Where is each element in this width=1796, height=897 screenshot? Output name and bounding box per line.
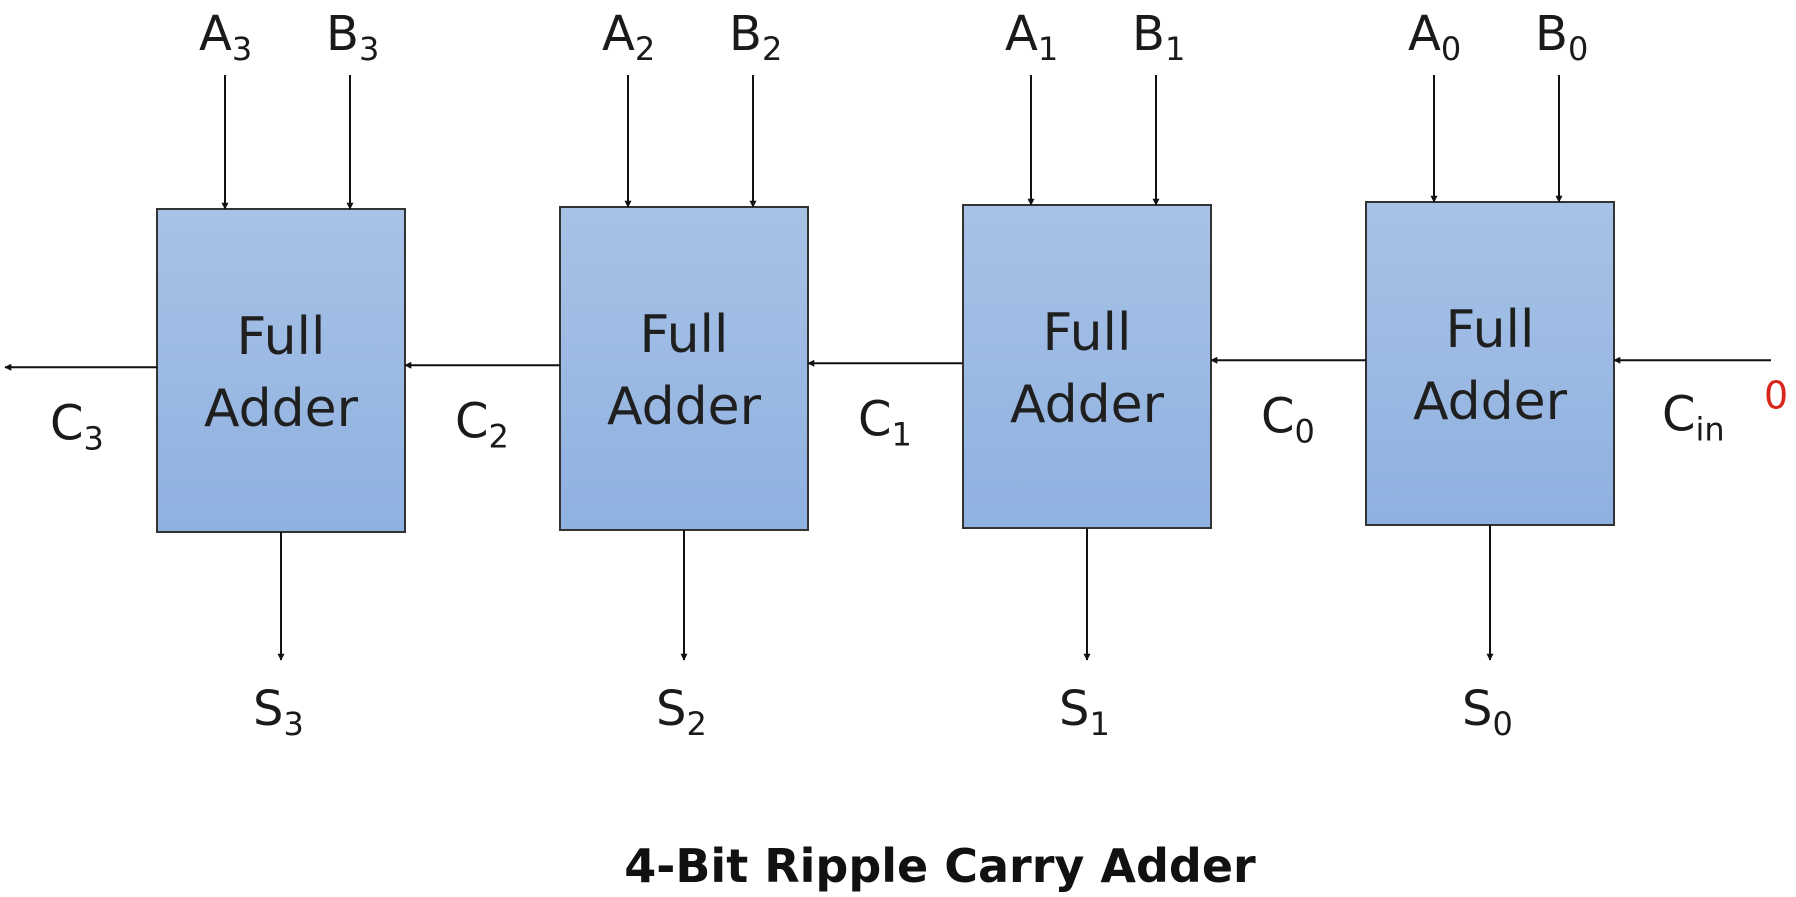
block-label-line2: Adder [1010, 375, 1165, 435]
cin-label: Cin [1662, 386, 1725, 448]
c0-label-base: C [1261, 388, 1295, 444]
s2-label-base: S [656, 681, 686, 737]
s0-label-base: S [1462, 681, 1492, 737]
s0-label: S0 [1462, 681, 1513, 743]
b1-label: B1 [1132, 6, 1185, 68]
c3-label-base: C [50, 395, 84, 451]
s2-label-subscript: 2 [686, 705, 706, 743]
a2-label: A2 [602, 6, 655, 68]
block-label-line1: Full [237, 307, 326, 367]
block-label-line2: Adder [204, 379, 359, 439]
full-adder-box [559, 206, 809, 531]
block-label-line1: Full [1446, 300, 1535, 360]
c2-label: C2 [455, 393, 509, 455]
b0-label: B0 [1535, 6, 1588, 68]
c3-label-subscript: 3 [84, 419, 104, 457]
b2-label-subscript: 2 [762, 30, 782, 68]
block-label-line2: Adder [607, 377, 762, 437]
a3-label-base: A [199, 6, 232, 62]
b2-label-base: B [729, 6, 762, 62]
a1-label: A1 [1005, 6, 1058, 68]
s3-label-subscript: 3 [283, 705, 303, 743]
b3-label-base: B [326, 6, 359, 62]
block-label-line1: Full [640, 305, 729, 365]
a3-label: A3 [199, 6, 252, 68]
c2-label-base: C [455, 393, 489, 449]
b2-label: B2 [729, 6, 782, 68]
block-label-line1: Full [1043, 303, 1132, 363]
a2-label-base: A [602, 6, 635, 62]
a2-label-subscript: 2 [635, 30, 655, 68]
full-adder-box [1365, 201, 1615, 526]
c3-label: C3 [50, 395, 104, 457]
block-label-line2: Adder [1413, 372, 1568, 432]
b3-label: B3 [326, 6, 379, 68]
c2-label-subscript: 2 [489, 417, 509, 455]
b1-label-subscript: 1 [1165, 30, 1185, 68]
b0-label-base: B [1535, 6, 1568, 62]
c0-label-subscript: 0 [1295, 412, 1315, 450]
a0-label: A0 [1408, 6, 1461, 68]
c0-label: C0 [1261, 388, 1315, 450]
a1-label-subscript: 1 [1038, 30, 1058, 68]
s3-label-base: S [253, 681, 283, 737]
diagram-title: 4-Bit Ripple Carry Adder [624, 839, 1256, 893]
full-adder-box [156, 208, 406, 533]
a1-label-base: A [1005, 6, 1038, 62]
s1-label: S1 [1059, 681, 1110, 743]
c1-label-base: C [858, 391, 892, 447]
cin-value: 0 [1764, 373, 1788, 417]
b1-label-base: B [1132, 6, 1165, 62]
c1-label: C1 [858, 391, 912, 453]
s3-label: S3 [253, 681, 304, 743]
cin-label-base: C [1662, 386, 1696, 442]
a0-label-base: A [1408, 6, 1441, 62]
s0-label-subscript: 0 [1492, 705, 1512, 743]
full-adder-box [962, 204, 1212, 529]
s1-label-base: S [1059, 681, 1089, 737]
cin-label-subscript: in [1696, 410, 1725, 448]
c1-label-subscript: 1 [892, 415, 912, 453]
s2-label: S2 [656, 681, 707, 743]
s1-label-subscript: 1 [1089, 705, 1109, 743]
a3-label-subscript: 3 [232, 30, 252, 68]
b0-label-subscript: 0 [1568, 30, 1588, 68]
a0-label-subscript: 0 [1441, 30, 1461, 68]
b3-label-subscript: 3 [359, 30, 379, 68]
